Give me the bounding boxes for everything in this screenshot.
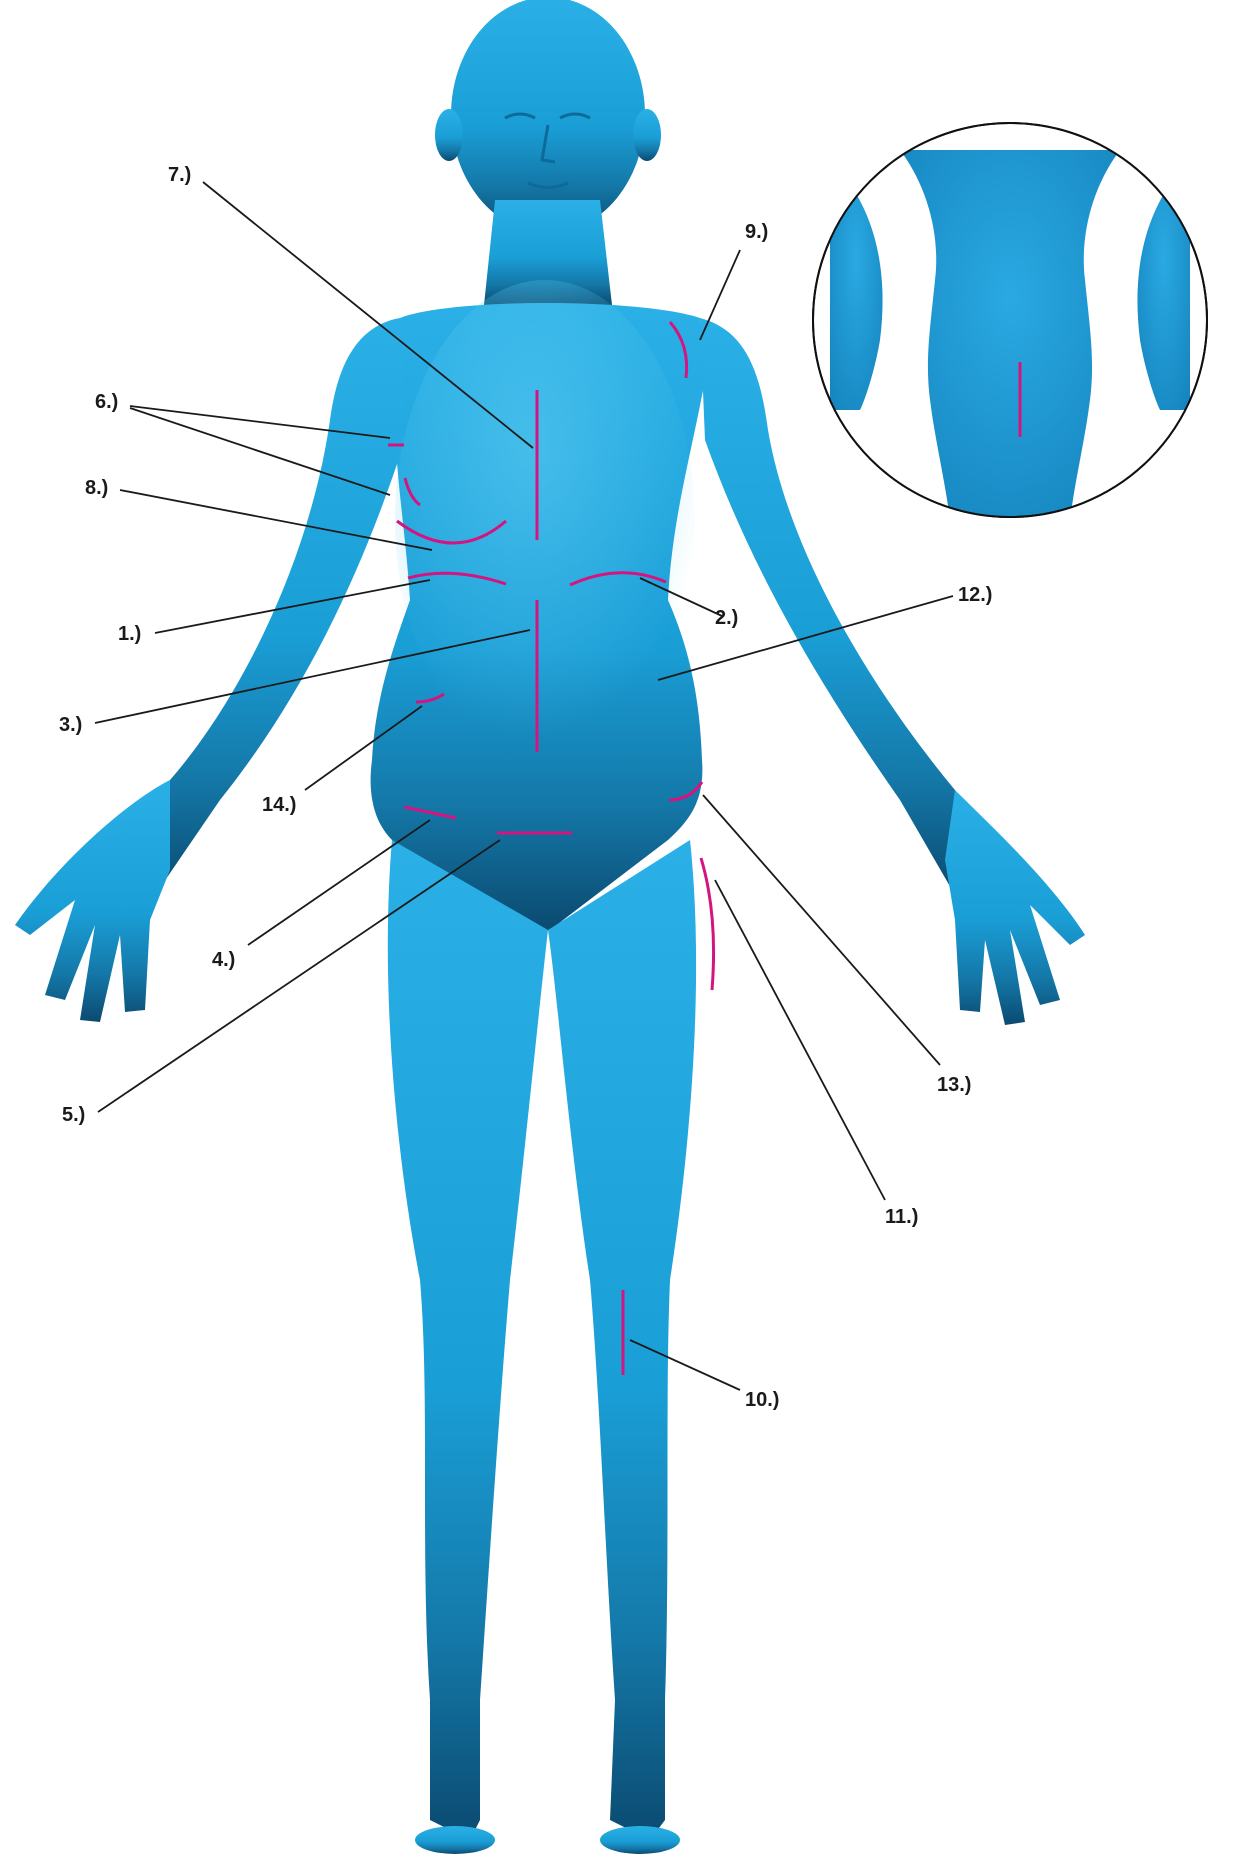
right-foot [415,1826,495,1854]
left-foot [600,1826,680,1854]
label-3: 3.) [59,715,82,735]
label-1: 1.) [118,624,141,644]
label-10: 10.) [745,1390,779,1410]
label-4: 4.) [212,950,235,970]
label-9: 9.) [745,222,768,242]
label-14: 14.) [262,795,296,815]
leader-11 [715,880,885,1200]
label-13: 13.) [937,1075,971,1095]
right-leg [388,840,548,1840]
label-5: 5.) [62,1105,85,1125]
right-hand [15,780,170,1022]
label-11: 11.) [885,1207,918,1227]
back-view-inset [813,123,1207,520]
label-12: 12.) [958,585,992,605]
torso-highlight [395,280,695,760]
head [451,0,645,233]
left-hand [945,790,1085,1025]
leader-13 [703,795,940,1065]
label-7: 7.) [168,165,191,185]
label-2: 2.) [715,608,738,628]
label-6: 6.) [95,392,118,412]
leader-8 [120,490,432,550]
incision-11 [701,858,714,990]
label-8: 8.) [85,478,108,498]
